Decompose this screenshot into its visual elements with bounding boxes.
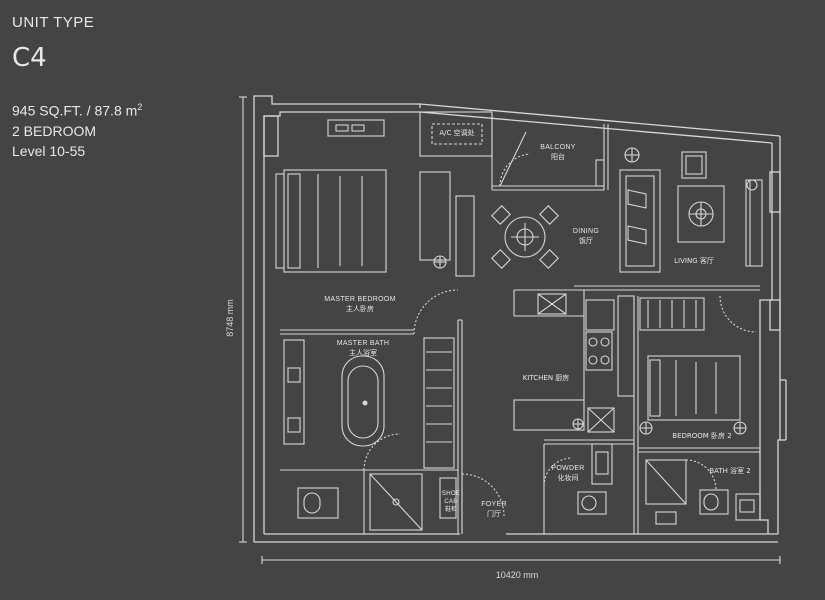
shoe-cabinet-label-cn: 鞋柜 xyxy=(445,505,457,513)
bedroom-count: 2 BEDROOM xyxy=(12,122,97,139)
master-bath-fixtures xyxy=(283,337,457,531)
unit-specs: 945 SQ.FT. / 87.8 m2 2 BEDROOM Level 10-… xyxy=(12,97,212,161)
unit-area: 945 SQ.FT. / 87.8 m2 xyxy=(12,97,212,121)
dining-label-cn: 饭厅 xyxy=(579,236,593,245)
dining-label: DINING xyxy=(573,228,599,235)
bath2-fixtures xyxy=(645,459,761,525)
unit-type-label: UNIT TYPE xyxy=(12,14,95,31)
foyer-entrance xyxy=(461,473,505,534)
shoe-cabinet-label-2: CAB xyxy=(444,499,457,505)
master-bedroom-label-cn: 主人卧房 xyxy=(346,304,374,313)
width-dimension-line xyxy=(261,556,781,564)
height-dimension-label: 8748 mm xyxy=(225,299,235,337)
area-text: 945 SQ.FT. / 87.8 m xyxy=(12,102,138,119)
master-bedroom-label: MASTER BEDROOM xyxy=(324,296,395,303)
kitchen-label: KITCHEN 厨房 xyxy=(523,373,570,382)
foyer-label: FOYER xyxy=(481,501,507,508)
balcony-label-cn: 阳台 xyxy=(551,152,565,161)
powder-label-cn: 化妆间 xyxy=(558,473,579,482)
level-range: Level 10-55 xyxy=(12,142,86,159)
bath2-label: BATH 浴室 2 xyxy=(709,466,751,475)
master-bath-label: MASTER BATH xyxy=(337,340,390,347)
living-furniture xyxy=(619,147,763,273)
living-label: LIVING 客厅 xyxy=(674,256,714,265)
ac-ledge-label: A/C 空调处 xyxy=(439,128,474,137)
kitchen-counter xyxy=(513,289,635,433)
exterior-walls xyxy=(253,95,787,543)
balcony-label: BALCONY xyxy=(540,144,576,151)
balcony-area xyxy=(491,114,609,191)
bedroom2-label: BEDROOM 卧房 2 xyxy=(672,431,731,440)
interior-walls xyxy=(280,285,760,534)
powder-label: POWDER xyxy=(551,465,584,472)
area-unit-superscript: 2 xyxy=(137,102,143,112)
powder-room-fixtures xyxy=(543,443,613,515)
height-dimension-line xyxy=(239,96,247,543)
shoe-cabinet-label: SHOE xyxy=(442,491,460,497)
unit-info-panel: UNIT TYPE C4 945 SQ.FT. / 87.8 m2 2 BEDR… xyxy=(12,14,212,161)
width-dimension-label: 10420 mm xyxy=(496,570,539,580)
bedroom2-furniture xyxy=(639,295,757,435)
unit-code: C4 xyxy=(12,43,47,73)
foyer-label-cn: 门厅 xyxy=(487,509,501,518)
master-bath-label-cn: 主人浴室 xyxy=(349,348,377,357)
room-labels: A/C 空调处 BALCONY 阳台 DINING 饭厅 LIVING 客厅 M… xyxy=(324,128,750,518)
master-bedroom-furniture xyxy=(275,119,475,335)
dining-table xyxy=(491,205,559,269)
